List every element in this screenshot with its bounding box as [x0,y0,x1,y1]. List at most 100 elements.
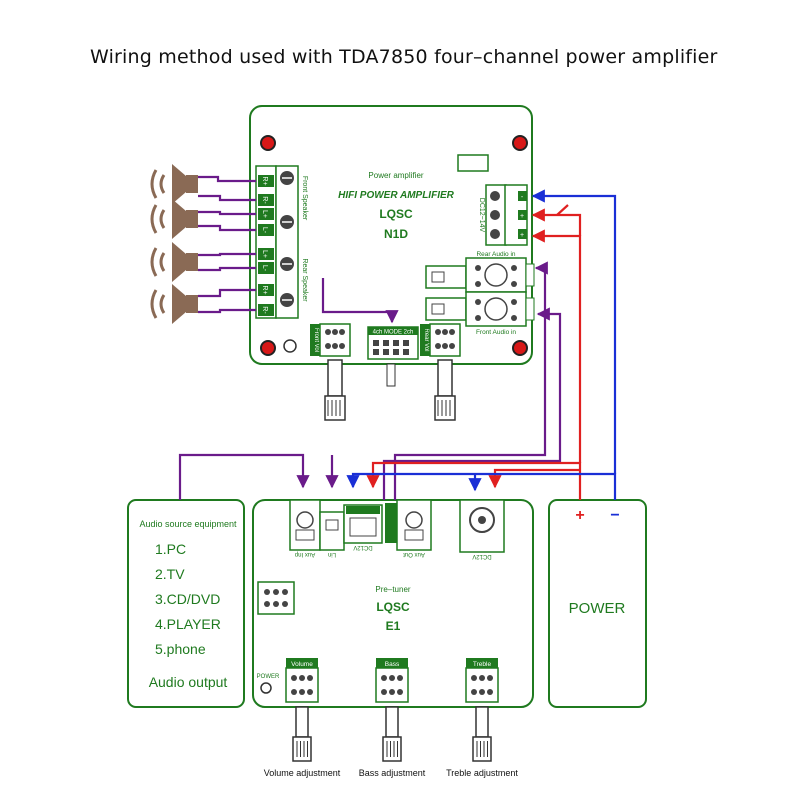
wire-mode [321,278,399,324]
aux-out-jack: Aux Out [385,499,432,557]
wire-speaker [198,288,256,298]
amp-name: HIFI POWER AMPLIFIER [338,190,455,201]
dc-barrel-jack: DC12V [459,499,505,559]
power-led-label: POWER [257,674,280,680]
wire-blue-amp [531,189,617,474]
knob-label: Bass [385,661,400,668]
jack-label: Lin [328,551,336,557]
source-item: 1.PC [155,541,186,557]
speaker-pin [258,194,274,206]
audio-source-box: Audio source equipment 1.PC 2.TV 3.CD/DVD 4… [127,499,245,708]
amplifier-board: Power amplifier HIFI POWER AMPLIFIER LQS… [249,105,535,421]
speaker-pin [258,262,274,274]
speaker-pin-label: R- [261,306,268,314]
power-pin-label: - [521,194,524,201]
speaker-icon [150,164,198,204]
source-item: 3.CD/DVD [155,591,220,607]
source-item: 2.TV [155,566,185,582]
speaker-pin [258,284,274,296]
speaker-pin [258,224,274,236]
mounting-hole-icon [260,135,528,356]
speaker-icon [150,284,198,324]
jack-label: Aux Inp [294,551,315,557]
rear-vol-label: Rear Vol [423,328,429,351]
source-item: 5.phone [155,641,206,657]
amp-power-label: DC12~14V [478,198,485,233]
rear-vol-knob[interactable]: Rear Vol [420,323,461,421]
wire-red-barrel [488,468,580,489]
wire-speaker [198,252,256,257]
amp-model: N1D [384,227,408,241]
adjust-label: Volume adjustment [264,768,341,778]
adjust-label: Bass adjustment [359,768,426,778]
wire-aux-rear [393,261,548,500]
wire-speaker [198,210,256,216]
source-heading: Audio source equipment [139,519,237,529]
amp-brand: LQSC [379,207,413,221]
amp-power-terminal: - + + DC12~14V [457,154,528,246]
power-pin-label: + [520,213,524,220]
wire-speaker [198,266,256,272]
wire-speaker [198,308,256,314]
pretuner-brand: LQSC [376,600,410,614]
speaker-pin-label: L- [261,265,268,272]
jack-label: DC12V [353,544,372,550]
wire-blue-pretuner [346,472,617,500]
pretuner-model: E1 [386,619,401,633]
speaker-terminals: R+ R- L+ L- L+ L- R+ R- Front Speaker Rear Spea… [255,165,308,319]
mode-label: 4ch MODE 2ch [373,330,414,336]
power-plus-label: + [575,507,584,524]
wire-red-amp1 [531,229,582,463]
front-audio-jack: Front Audio in [425,291,535,336]
dc-terminal: DC12V [343,504,383,550]
front-speaker-label: Front Speaker [301,176,308,221]
wire-red-amp2 [531,208,582,236]
knob-label: Treble [473,661,492,668]
rear-audio-label: Rear Audio in [476,251,515,258]
power-minus-label: − [610,507,619,524]
speaker-icon [150,199,198,239]
speaker-pin-label: R- [261,196,268,204]
speaker-pin [258,304,274,316]
pretuner-subtitle: Pre–tuner [375,585,410,594]
page-title: Wiring method used with TDA7850 four–cha… [90,46,718,68]
aux-input-jack: Aux Inp [289,499,321,557]
jack-label: DC12V [472,553,491,559]
speaker-pin-label: L+ [261,210,268,218]
mode-switch[interactable]: 4ch MODE 2ch [367,326,419,387]
knob-label: Volume [291,661,313,668]
lin-jack: Lin [319,511,345,557]
wire-speaker [198,224,256,232]
wire-speaker [198,194,256,202]
front-vol-label: Front Vol [313,328,319,352]
front-vol-knob[interactable]: Front Vol [283,323,351,421]
rear-audio-jack: Rear Audio in [425,251,535,293]
speaker-icon [150,242,198,282]
adjust-label: Treble adjustment [446,768,518,778]
pretuner-header [257,581,295,615]
wire-speaker [198,175,256,183]
wire-red-switch [556,204,569,216]
jack-label: Aux Out [403,551,425,557]
rear-speaker-label: Rear Speaker [301,258,308,302]
wire-source-aux [178,453,310,500]
wire-red-pretuner [366,461,582,500]
speaker-pin [258,248,274,260]
speaker-pin-label: L- [261,227,268,234]
wires [178,175,617,500]
amp-subtitle: Power amplifier [368,171,423,180]
power-supply-box: POWER + − [548,499,647,708]
speaker-pin-label: R+ [261,176,268,185]
speaker-pin-label: L+ [261,250,268,258]
power-indicator: POWER [257,674,280,694]
speakers [150,164,198,324]
source-footer: Audio output [149,674,228,690]
speaker-pin-label: R+ [261,285,268,294]
pretuner-board: Pre–tuner LQSC E1 Aux Inp Lin DC12V Aux … [252,499,534,778]
source-item: 4.PLAYER [155,616,221,632]
speaker-pin [258,208,274,220]
